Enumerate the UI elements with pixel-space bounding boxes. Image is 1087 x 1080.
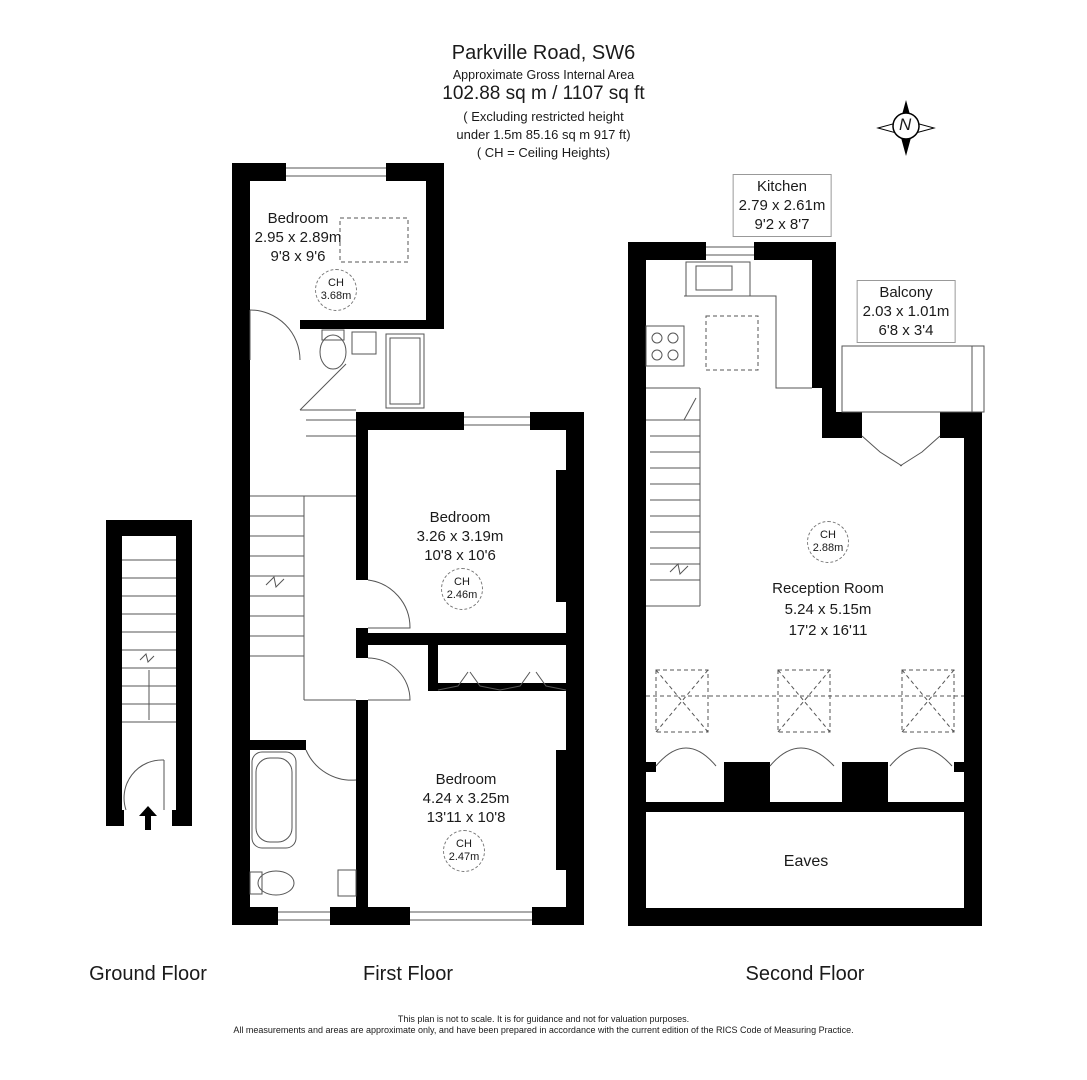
- disclaimer-line-2: All measurements and areas are approxima…: [233, 1025, 854, 1035]
- bedroom-3-ceiling-height: CH 2.47m: [443, 830, 485, 872]
- disclaimer-line-1: This plan is not to scale. It is for gui…: [397, 1014, 690, 1024]
- ground-floor-walls: [106, 520, 192, 826]
- balcony-label: Balcony 2.03 x 1.01m 6'8 x 3'4: [856, 280, 956, 343]
- bedroom-1-ceiling-height: CH 3.68m: [315, 269, 357, 311]
- ground-floor-stairs: [122, 559, 176, 811]
- entrance-arrow-icon: [139, 806, 157, 830]
- disclaimer-footer: This plan is not to scale. It is for gui…: [0, 1014, 1087, 1036]
- second-floor-fixtures: [645, 246, 985, 767]
- bedroom-1-name: Bedroom: [267, 210, 329, 227]
- bedroom-3-label: Bedroom 4.24 x 3.25m 13'11 x 10'8: [423, 770, 510, 827]
- excluding-line-2: under 1.5m 85.16 sq m 917 ft): [456, 127, 631, 142]
- ceiling-height-note: ( CH = Ceiling Heights): [476, 145, 611, 160]
- kitchen-imperial: 9'2 x 8'7: [754, 216, 810, 233]
- second-floor-walls: [628, 242, 982, 926]
- ch-label: CH: [820, 529, 836, 541]
- reception-imperial: 17'2 x 16'11: [788, 622, 868, 639]
- ch-value: 2.88m: [812, 542, 844, 554]
- area-notes: ( Excluding restricted height under 1.5m…: [0, 108, 1087, 162]
- kitchen-name: Kitchen: [756, 178, 808, 195]
- eaves-label: Eaves: [783, 853, 829, 870]
- gross-area: 102.88 sq m / 1107 sq ft: [442, 83, 645, 104]
- bedroom-2-ceiling-height: CH 2.46m: [441, 568, 483, 610]
- bedroom-2-name: Bedroom: [429, 509, 491, 526]
- bedroom-2-imperial: 10'8 x 10'6: [424, 547, 496, 564]
- first-floor-title: First Floor: [363, 963, 453, 985]
- bedroom-2-metric: 3.26 x 3.19m: [416, 528, 504, 545]
- ch-value: 2.46m: [446, 589, 478, 601]
- ch-label: CH: [328, 277, 344, 289]
- second-floor-title: Second Floor: [745, 963, 865, 985]
- reception-label: Reception Room 5.24 x 5.15m 17'2 x 16'11: [772, 578, 884, 641]
- bedroom-1-imperial: 9'8 x 9'6: [270, 248, 326, 265]
- bedroom-2-label: Bedroom 3.26 x 3.19m 10'8 x 10'6: [417, 508, 504, 565]
- balcony-imperial: 6'8 x 3'4: [878, 322, 934, 339]
- bedroom-3-imperial: 13'11 x 10'8: [426, 809, 506, 826]
- property-title: Parkville Road, SW6: [451, 42, 636, 64]
- excluding-line-1: ( Excluding restricted height: [463, 109, 624, 124]
- area-label: Approximate Gross Internal Area: [452, 68, 635, 82]
- kitchen-metric: 2.79 x 2.61m: [738, 197, 826, 214]
- bedroom-1-metric: 2.95 x 2.89m: [254, 229, 342, 246]
- first-floor-fixtures: [249, 167, 567, 921]
- bedroom-3-metric: 4.24 x 3.25m: [422, 790, 510, 807]
- ch-label: CH: [456, 838, 472, 850]
- ch-value: 2.47m: [448, 851, 480, 863]
- bedroom-1-label: Bedroom 2.95 x 2.89m 9'8 x 9'6: [255, 209, 342, 266]
- bedroom-3-name: Bedroom: [435, 771, 497, 788]
- ch-value: 3.68m: [320, 290, 352, 302]
- first-floor-walls: [232, 163, 584, 925]
- north-arrow-icon: N: [876, 98, 936, 158]
- compass-letter: N: [899, 115, 912, 134]
- reception-metric: 5.24 x 5.15m: [784, 601, 872, 618]
- reception-ceiling-height: CH 2.88m: [807, 521, 849, 563]
- balcony-name: Balcony: [879, 284, 933, 301]
- ground-floor-title: Ground Floor: [89, 963, 207, 985]
- balcony-metric: 2.03 x 1.01m: [862, 303, 950, 320]
- reception-name: Reception Room: [772, 580, 884, 597]
- kitchen-label: Kitchen 2.79 x 2.61m 9'2 x 8'7: [732, 174, 832, 237]
- ch-label: CH: [454, 576, 470, 588]
